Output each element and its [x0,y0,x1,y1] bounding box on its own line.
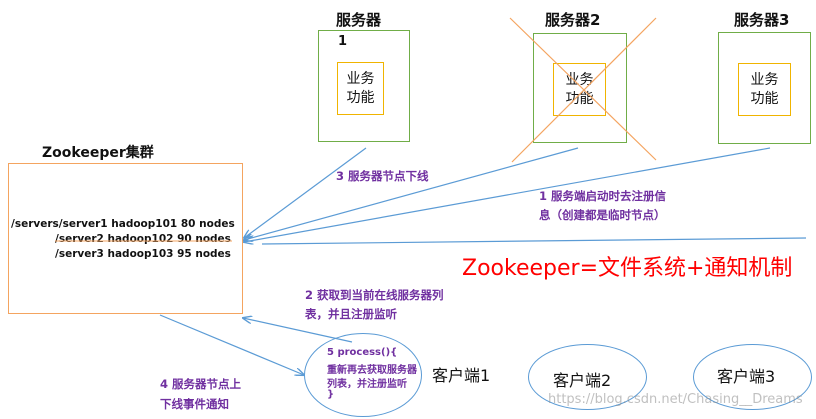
server3-function-box: 业务 功能 [738,63,791,116]
step2-label-line2: 表，并且注册监听 [305,307,397,321]
client3-label: 客户端3 [717,367,776,386]
arrow-server3-to-zk [244,147,771,242]
server1-function-box: 业务 功能 [337,62,384,115]
step1-label-line2: 息（创建都是临时节点） [539,208,666,222]
process-note-line1: 5 process(){ [327,347,398,358]
zookeeper-entry-server1: /servers/server1 hadoop101 80 nodes [11,218,235,230]
watermark: https://blog.csdn.net/Chasing__Dreams [548,392,803,407]
step4-label-line2: 下线事件通知 [160,397,229,411]
arrow-server2-to-zk [244,147,579,240]
server2-box [533,33,627,143]
server2-cross-line-b [511,17,657,163]
step4-label-line1: 4 服务器节点上 [160,377,242,391]
arrow-client1-to-zk [243,318,353,343]
server2-cross-line-a [509,17,657,161]
process-note-line3: 列表，并注册监听 [327,379,407,390]
arrow-zk-to-client1 [159,314,304,375]
client3-ellipse [693,344,812,410]
server1-box [318,30,410,142]
step3-label: 3 服务器节点下线 [336,169,429,183]
line-right-to-zk [261,237,807,245]
client1-label: 客户端1 [432,366,491,385]
server2-function-box: 业务 功能 [553,63,606,116]
server1-number: 1 [338,34,348,49]
process-note-line2: 重新再去获取服务器 [327,365,417,376]
server3-box [718,32,811,144]
server1-title: 服务器 [336,11,382,29]
step2-label-line1: 2 获取到当前在线服务器列 [305,288,444,302]
headline: Zookeeper=文件系统+通知机制 [462,256,793,281]
client1-ellipse [304,333,422,417]
step1-label-line1: 1 服务端启动时去注册信 [539,189,667,203]
client2-ellipse [528,344,647,410]
zookeeper-entry-server3: /server3 hadoop103 95 nodes [55,248,231,260]
arrow-server1-to-zk [244,147,367,238]
server3-title: 服务器3 [734,11,790,29]
process-note-line4: } [327,389,335,400]
zookeeper-title: Zookeeper集群 [42,145,154,161]
zookeeper-entry-server2: /server2 hadoop102 90 nodes [55,233,231,245]
server2-title: 服务器2 [545,11,601,29]
client2-label: 客户端2 [553,371,612,390]
